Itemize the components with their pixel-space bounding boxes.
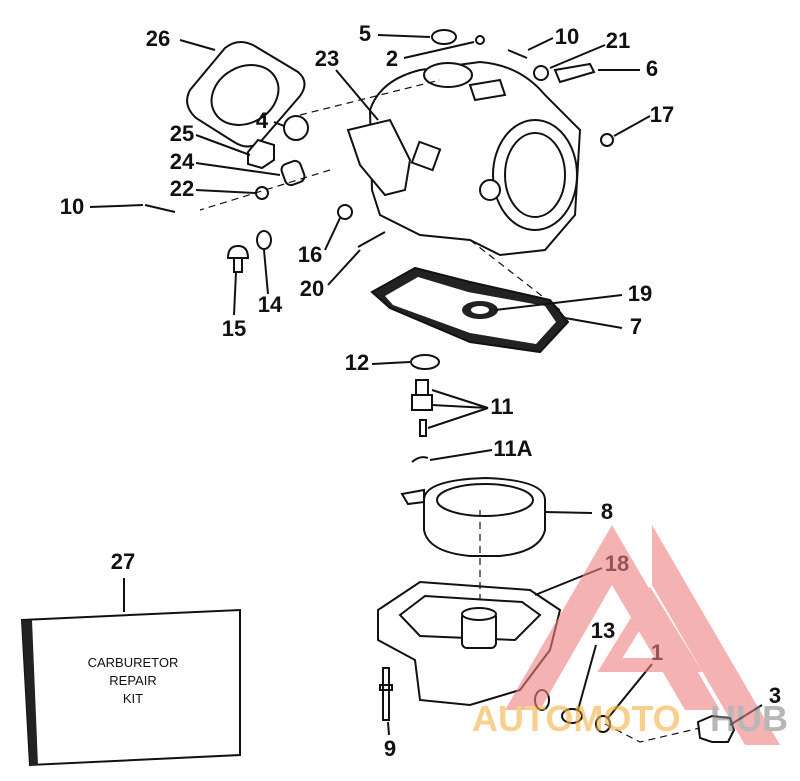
callout-17: 17 [650, 102, 674, 127]
callout-16: 16 [298, 242, 322, 267]
watermark-text-hub: HUB [710, 698, 788, 739]
part-21-washer [533, 65, 549, 81]
part-16-washer [337, 204, 353, 220]
part-12-gasket [410, 354, 440, 370]
part-10-pin-lower [144, 204, 176, 213]
callout-5: 5 [359, 21, 371, 46]
callout-11a: 11A [493, 436, 532, 461]
part-6-needle [553, 62, 596, 84]
part-24-seat [280, 159, 306, 187]
part-14-washer [256, 230, 272, 250]
part-8-float [400, 476, 546, 557]
part-22-oring [255, 186, 269, 200]
part-10-pin [507, 49, 528, 59]
part-2-ball [475, 35, 485, 45]
part-26-flange-gasket [186, 41, 306, 148]
part-7-bowl-gasket [370, 266, 570, 354]
callout-13: 13 [591, 618, 615, 643]
watermark-logo: AUTOMOTO HUB [472, 525, 788, 745]
part-25-nut [247, 138, 275, 170]
callout-22: 22 [170, 176, 194, 201]
part-4-ball [283, 115, 309, 141]
callout-19: 19 [628, 281, 652, 306]
part-13-spring [561, 708, 583, 724]
part-15-screw [226, 244, 250, 273]
part-9-screw [379, 667, 393, 721]
part-20-screw [357, 231, 386, 248]
part-11-jet-valve [411, 379, 433, 411]
part-5-plug [431, 29, 457, 45]
kit-label-line-3: KIT [123, 691, 143, 706]
callout-6: 6 [646, 56, 658, 81]
kit-label-line-2: REPAIR [109, 673, 156, 688]
leader-lines [89, 34, 763, 736]
callout-10: 10 [555, 24, 579, 49]
part-17-screw [600, 133, 614, 147]
callout-9: 9 [384, 736, 396, 761]
callout-10: 10 [60, 194, 84, 219]
callout-8: 8 [601, 499, 613, 524]
callout-26: 26 [146, 26, 170, 51]
part-11-needle [419, 419, 427, 437]
callout-2: 2 [386, 46, 398, 71]
callout-15: 15 [222, 316, 246, 341]
kit-label-line-1: CARBURETOR [88, 655, 179, 670]
callout-20: 20 [300, 276, 324, 301]
callout-14: 14 [258, 292, 283, 317]
carburetor-body [346, 60, 582, 257]
callout-11: 11 [490, 394, 513, 419]
part-1-washer [595, 715, 611, 733]
callout-23: 23 [315, 46, 339, 71]
callout-24: 24 [170, 149, 195, 174]
part-11a-clip [411, 456, 429, 463]
part-3-plug-screw [696, 714, 736, 743]
callout-25: 25 [170, 121, 194, 146]
watermark-text-automoto: AUTOMOTO [472, 698, 681, 739]
callout-3: 3 [769, 683, 781, 708]
part-18-float-bowl [377, 580, 562, 711]
callout-21: 21 [606, 28, 630, 53]
callout-27: 27 [111, 549, 135, 574]
callout-4: 4 [256, 108, 269, 133]
part-27-repair-kit: CARBURETOR REPAIR KIT [20, 608, 241, 767]
callout-7: 7 [630, 314, 642, 339]
callout-12: 12 [345, 350, 369, 375]
